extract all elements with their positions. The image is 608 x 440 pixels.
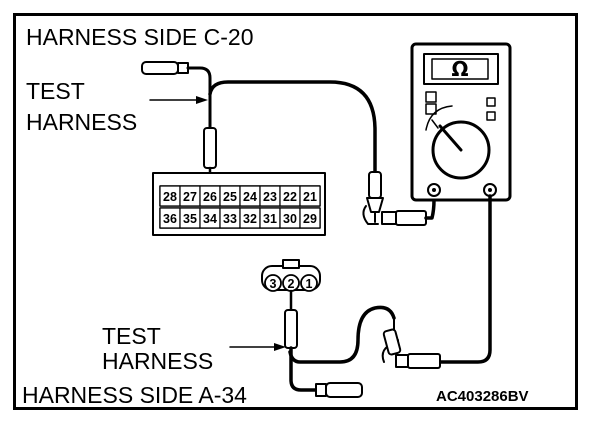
test-harness-top-line2: HARNESS [26,109,138,135]
a34-pin-2: 2 [288,277,295,291]
c20-cell [299,207,321,229]
c20-pin-34: 34 [203,212,217,226]
c20-pin-35: 35 [183,212,197,226]
c20-pin-28: 28 [163,190,177,204]
harness-side-c20-title: HARNESS SIDE C-20 [26,24,254,50]
top-meter-cable [208,80,377,174]
a34-pin-1: 1 [306,277,313,291]
c20-pin-36: 36 [163,212,177,226]
test-harness-bottom-line2: HARNESS [102,348,214,374]
c20-pin-31: 31 [263,212,277,226]
bottom-probe-plug [381,317,441,369]
top-test-harness-arrow [149,96,208,104]
a34-pin-3: 3 [270,277,277,291]
c20-pin-27: 27 [183,190,197,204]
c20-pin-23: 23 [263,190,277,204]
test-harness-top-line1: TEST [26,78,85,104]
connector-c20 [152,172,326,236]
c20-pin-26: 26 [203,190,217,204]
top-test-lead [141,61,217,190]
test-harness-bottom-line1: TEST [102,323,161,349]
bottom-test-harness-arrow [229,343,286,351]
connector-a34 [261,259,321,292]
c20-pin-33: 33 [223,212,237,226]
c20-pin-25: 25 [223,190,237,204]
c20-pin-30: 30 [283,212,297,226]
bottom-loop-cable [288,305,396,364]
c20-pin-24: 24 [243,190,257,204]
c20-cell [299,185,321,207]
top-probe-plug [362,171,427,226]
meter-lead-right [438,194,492,364]
c20-pin-21: 21 [303,190,317,204]
figure-code: AC403286BV [436,388,529,405]
ohm-symbol: Ω [451,57,468,81]
c20-pin-32: 32 [243,212,257,226]
connector-a34-pin-labels: 3 2 1 [270,277,313,291]
harness-side-a34-title: HARNESS SIDE A-34 [22,382,247,408]
c20-pin-29: 29 [303,212,317,226]
bottom-test-lead [284,289,363,398]
connector-c20-pin-labels: 28 27 26 25 24 23 22 21 36 35 34 33 32 31 30 29 [163,190,317,226]
c20-pin-22: 22 [283,190,297,204]
ohmmeter [410,42,512,202]
